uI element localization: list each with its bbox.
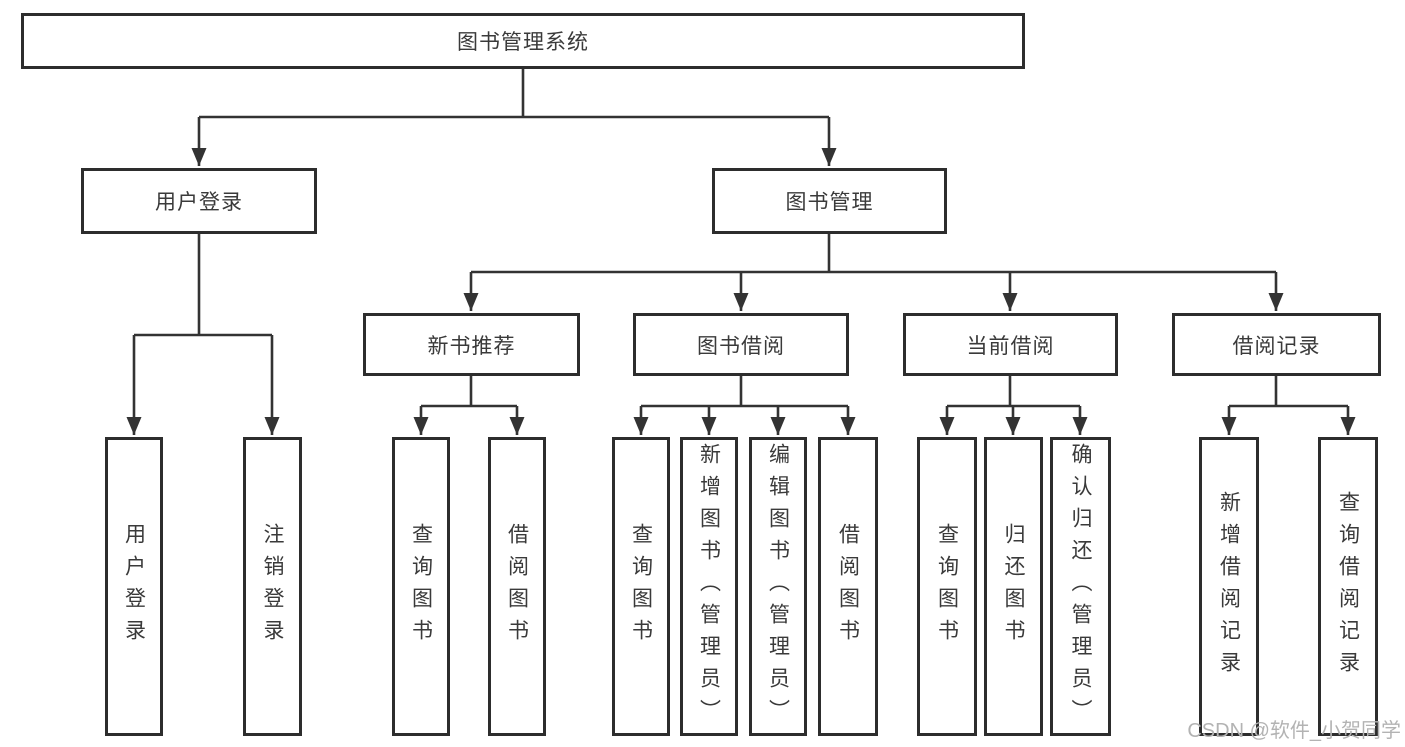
leaf-current-query-book-label: 查询图书 (935, 522, 959, 651)
node-book-management: 图书管理 (712, 168, 947, 234)
leaf-user-login-label: 用户登录 (122, 522, 146, 651)
leaf-recommend-borrow-book-label: 借阅图书 (505, 522, 529, 651)
leaf-recommend-query-book: 查询图书 (392, 437, 450, 736)
leaf-borrow-borrow-book-label: 借阅图书 (836, 522, 860, 651)
node-borrow-records-label: 借阅记录 (1232, 334, 1321, 358)
leaf-recommend-borrow-book: 借阅图书 (488, 437, 546, 736)
node-user-login: 用户登录 (81, 168, 317, 234)
leaf-borrow-query-book-label: 查询图书 (629, 522, 653, 651)
leaf-logout: 注销登录 (243, 437, 302, 736)
leaf-query-borrow-record: 查询借阅记录 (1318, 437, 1378, 736)
leaf-confirm-return-admin: 确认归还（管理员） (1050, 437, 1111, 736)
leaf-edit-book-admin: 编辑图书（管理员） (749, 437, 807, 736)
node-root-label: 图书管理系统 (457, 31, 589, 54)
leaf-add-book-admin-label: 新增图书（管理员） (697, 442, 721, 731)
csdn-watermark: CSDN @软件_小贺同学 (1187, 720, 1401, 742)
leaf-current-query-book: 查询图书 (917, 437, 977, 736)
leaf-query-borrow-record-label: 查询借阅记录 (1336, 490, 1360, 683)
leaf-add-book-admin: 新增图书（管理员） (680, 437, 738, 736)
node-root: 图书管理系统 (21, 13, 1025, 69)
leaf-confirm-return-admin-label: 确认归还（管理员） (1069, 442, 1092, 731)
leaf-logout-label: 注销登录 (261, 522, 284, 651)
node-current-borrow-label: 当前借阅 (966, 334, 1055, 358)
node-new-book-recommend-label: 新书推荐 (427, 334, 516, 358)
leaf-add-borrow-record: 新增借阅记录 (1199, 437, 1259, 736)
node-current-borrow: 当前借阅 (903, 313, 1118, 376)
node-book-borrow-label: 图书借阅 (697, 334, 785, 358)
node-new-book-recommend: 新书推荐 (363, 313, 580, 376)
node-book-management-label: 图书管理 (785, 191, 874, 214)
leaf-return-book-label: 归还图书 (1002, 522, 1025, 651)
node-borrow-records: 借阅记录 (1172, 313, 1381, 376)
node-book-borrow: 图书借阅 (633, 313, 849, 376)
node-user-login-label: 用户登录 (155, 191, 243, 214)
leaf-add-borrow-record-label: 新增借阅记录 (1217, 490, 1241, 683)
leaf-return-book: 归还图书 (984, 437, 1043, 736)
leaf-borrow-query-book: 查询图书 (612, 437, 670, 736)
leaf-borrow-borrow-book: 借阅图书 (818, 437, 878, 736)
leaf-user-login: 用户登录 (105, 437, 163, 736)
leaf-recommend-query-book-label: 查询图书 (409, 522, 433, 651)
leaf-edit-book-admin-label: 编辑图书（管理员） (766, 442, 790, 731)
